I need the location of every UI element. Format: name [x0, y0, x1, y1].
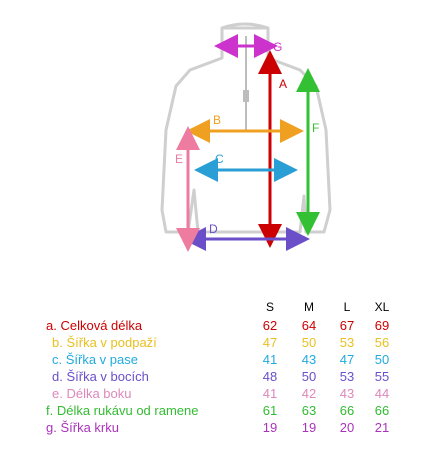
measurement-value: 50 — [301, 369, 317, 384]
size-header: L — [343, 300, 351, 314]
measurement-value: 20 — [339, 420, 355, 435]
table-row: a. Celková délka 62 64 67 69 — [0, 318, 431, 335]
measurement-label: b. Šířka v podpaží — [52, 335, 157, 350]
measurement-value: 19 — [262, 420, 278, 435]
size-header: S — [265, 300, 274, 314]
measurement-value: 53 — [339, 369, 355, 384]
measure-c-letter: C — [215, 152, 224, 166]
measurement-value: 42 — [301, 386, 317, 401]
measurement-value: 41 — [262, 386, 278, 401]
measurement-value: 47 — [262, 335, 278, 350]
measurement-value: 50 — [301, 335, 317, 350]
measurement-value: 43 — [339, 386, 355, 401]
measurement-label: d. Šířka v bocích — [52, 369, 149, 384]
measurement-value: 61 — [262, 403, 278, 418]
size-header: M — [304, 300, 314, 314]
measure-f-letter: F — [312, 121, 319, 135]
measurement-value: 62 — [262, 318, 278, 333]
measurement-value: 55 — [374, 369, 390, 384]
measure-e-letter: E — [175, 152, 183, 166]
measurement-label: f. Délka rukávu od ramene — [46, 403, 199, 418]
measurement-value: 67 — [339, 318, 355, 333]
table-row: c. Šířka v pase 41 43 47 50 — [0, 352, 431, 369]
measurement-value: 43 — [301, 352, 317, 367]
measurement-label: a. Celková délka — [46, 318, 143, 333]
measure-g-letter: G — [273, 40, 282, 54]
measure-a-letter: A — [279, 77, 287, 91]
measurement-value: 69 — [374, 318, 390, 333]
measurement-value: 47 — [339, 352, 355, 367]
table-row: f. Délka rukávu od ramene 61 63 66 66 — [0, 403, 431, 420]
measurement-value: 66 — [339, 403, 355, 418]
measurement-value: 41 — [262, 352, 278, 367]
measure-b-letter: B — [213, 113, 221, 127]
measurement-value: 44 — [374, 386, 390, 401]
measurement-value: 66 — [374, 403, 390, 418]
measurement-value: 63 — [301, 403, 317, 418]
measurement-label: c. Šířka v pase — [52, 352, 138, 367]
measurement-label: e. Délka boku — [52, 386, 132, 401]
jacket-measurement-diagram: A B C D E F G — [160, 22, 332, 252]
measure-d-letter: D — [209, 222, 218, 236]
measurement-value: 56 — [374, 335, 390, 350]
measurement-value: 64 — [301, 318, 317, 333]
measurement-value: 50 — [374, 352, 390, 367]
measurement-value: 53 — [339, 335, 355, 350]
measurement-value: 48 — [262, 369, 278, 384]
zipper-pull — [243, 90, 249, 102]
size-header: XL — [374, 300, 390, 314]
measurement-value: 19 — [301, 420, 317, 435]
measurement-label: g. Šířka krku — [46, 420, 119, 435]
measurement-value: 21 — [374, 420, 390, 435]
table-row: b. Šířka v podpaží 47 50 53 56 — [0, 335, 431, 352]
table-row: d. Šířka v bocích 48 50 53 55 — [0, 369, 431, 386]
table-row: g. Šířka krku 19 19 20 21 — [0, 420, 431, 437]
table-row: e. Délka boku 41 42 43 44 — [0, 386, 431, 403]
size-table: S M L XL a. Celková délka 62 64 67 69 b. Šířk… — [0, 300, 431, 460]
